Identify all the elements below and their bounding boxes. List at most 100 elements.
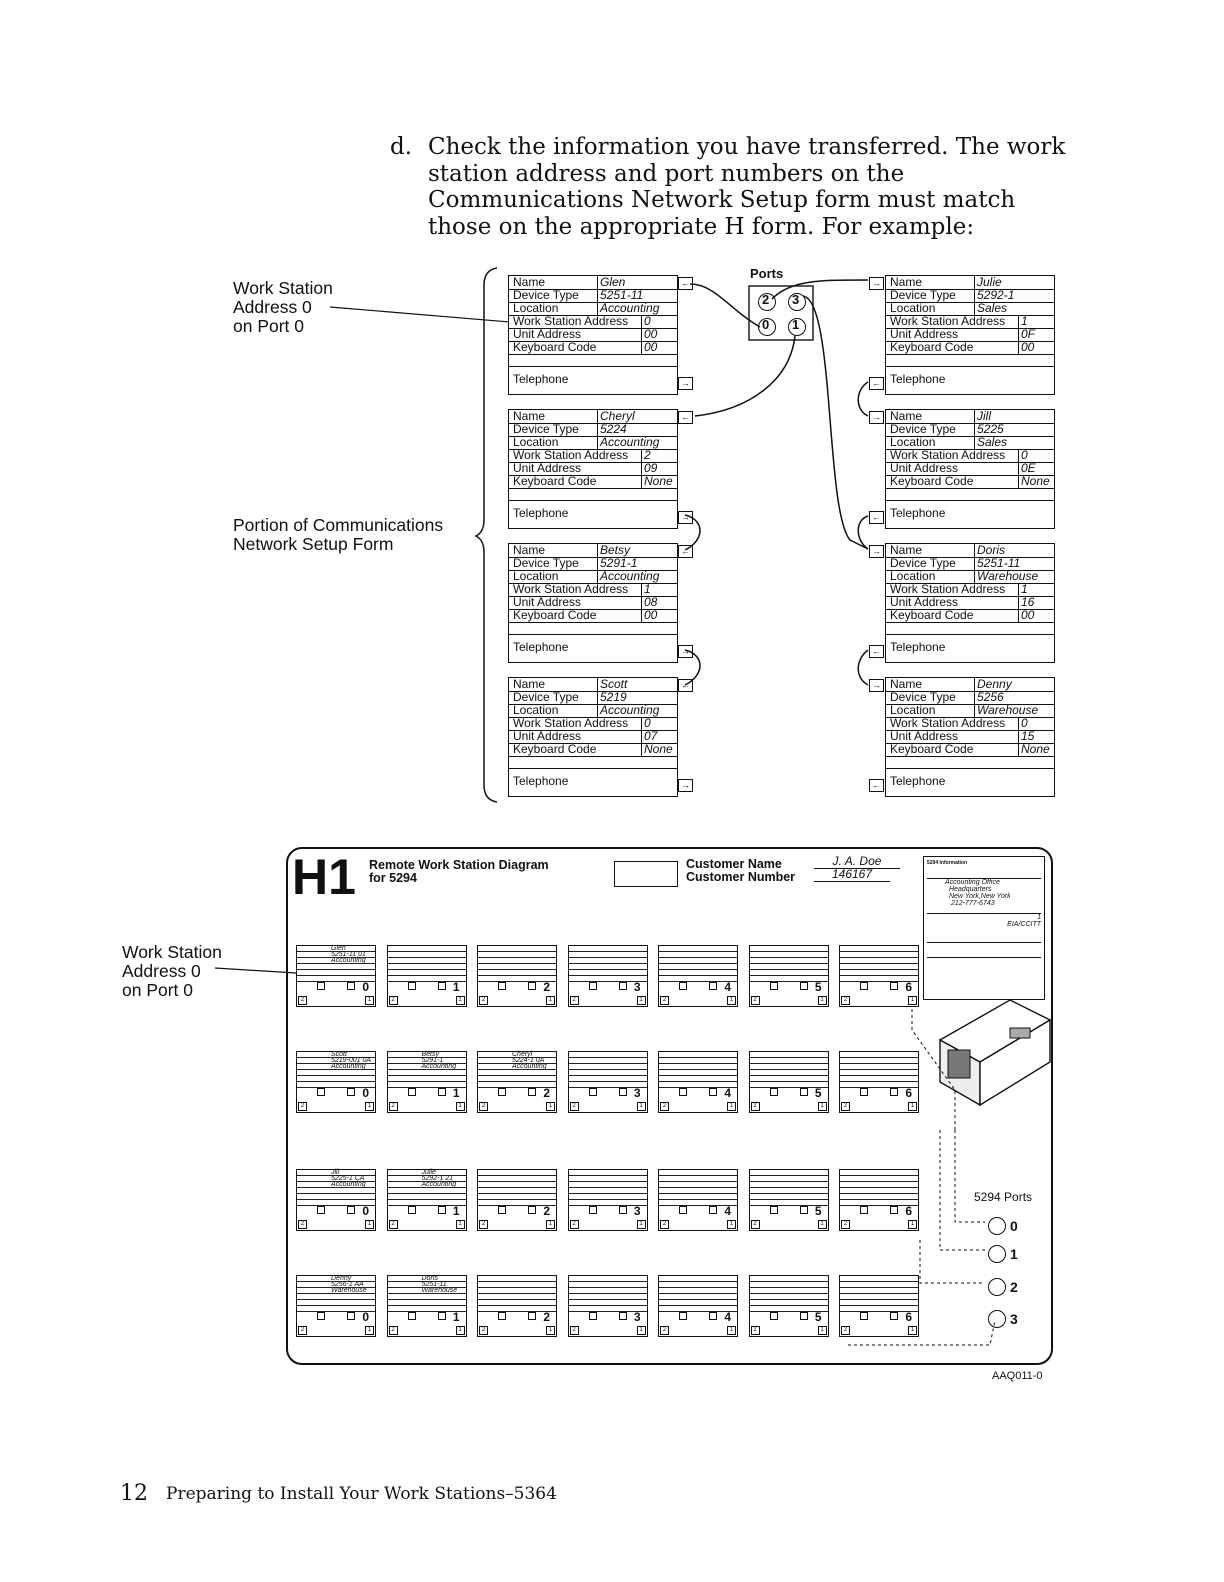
slot-line <box>568 1070 647 1076</box>
arrow-right-icon: → <box>869 277 884 290</box>
slot-address: 1 <box>452 1204 460 1218</box>
slot-address: 3 <box>633 980 641 994</box>
slot-line <box>840 952 918 958</box>
field-value: None <box>1021 474 1050 488</box>
divider <box>1018 717 1019 730</box>
telephone-label: Telephone <box>513 640 569 654</box>
slot-line <box>840 1306 918 1312</box>
slot-value: 5256-1 AA <box>331 1281 364 1288</box>
divider <box>641 596 642 609</box>
slot-line <box>387 1170 466 1176</box>
slot-address: 0 <box>362 980 369 994</box>
divider <box>1018 449 1019 462</box>
port-box: 1 <box>817 996 827 1005</box>
slot-value: Glen <box>331 945 346 952</box>
info-block: 5294 Information Accounting Office Headq… <box>923 856 1045 1000</box>
port-box: 2 <box>388 996 398 1005</box>
field-value: 00 <box>644 340 658 354</box>
slot-line <box>659 1170 737 1176</box>
field-value: 00 <box>644 327 658 341</box>
telephone-label: Telephone <box>890 506 946 520</box>
slot-line <box>568 1182 647 1188</box>
divider <box>974 678 975 691</box>
divider <box>1018 609 1019 622</box>
field-label: Name <box>890 543 923 557</box>
arrow-left-icon: ← <box>869 645 884 658</box>
field-value: Accounting <box>600 301 660 315</box>
slot-line <box>478 1194 556 1200</box>
field-label: Location <box>513 301 559 315</box>
checkbox-icon <box>709 1088 717 1096</box>
port-box: 2 <box>569 996 579 1005</box>
field-label: Location <box>513 703 559 717</box>
checkbox-icon <box>498 982 506 990</box>
port-circle <box>758 293 776 311</box>
slot-line <box>297 970 375 976</box>
slot-address: 1 <box>452 1086 460 1100</box>
checkbox-icon <box>618 982 627 990</box>
field-label: Unit Address <box>890 461 959 475</box>
slot-line <box>840 1200 918 1206</box>
page-number: 12 <box>120 1481 148 1506</box>
slot-line <box>297 1170 375 1176</box>
divider <box>641 717 642 730</box>
checkbox-icon <box>528 982 536 990</box>
field-value: 0 <box>644 716 651 730</box>
checkbox-icon <box>437 1312 446 1320</box>
ports-5294-label: 5294 Ports <box>974 1190 1033 1204</box>
arrow-right-icon: → <box>678 511 693 524</box>
field-label: Work Station Address <box>890 582 1006 596</box>
field-value: 0 <box>1021 716 1028 730</box>
field-value: Accounting <box>600 435 660 449</box>
slot-line <box>297 1288 375 1294</box>
slot-address: 0 <box>362 1204 369 1218</box>
port-box: 1 <box>365 1326 374 1335</box>
h1-form: H1 Remote Work Station Diagram for 5294 … <box>286 847 1053 1365</box>
slot-line <box>297 1076 375 1082</box>
field-label: Keyboard Code <box>890 474 974 488</box>
checkbox-icon <box>407 1312 416 1320</box>
divider <box>974 410 975 423</box>
field-value: Warehouse <box>977 569 1039 583</box>
info-title: 5294 Information <box>927 860 968 866</box>
checkbox-icon <box>709 1206 717 1214</box>
customer-number-value: 146167 <box>814 867 890 882</box>
checkbox-icon <box>860 1206 868 1214</box>
slot-line <box>297 946 375 952</box>
slot-value: Accounting <box>512 1063 547 1070</box>
field-label: Device Type <box>513 690 579 704</box>
port-box: 1 <box>546 996 555 1005</box>
label-line: Address 0 <box>233 297 312 317</box>
slot-line <box>568 1176 647 1182</box>
field-value: 5256 <box>977 690 1004 704</box>
slot-line <box>840 1082 918 1088</box>
divider <box>1018 315 1019 328</box>
checkbox-icon <box>709 1312 717 1320</box>
slot-line <box>387 1288 466 1294</box>
label-line: Portion of Communications <box>233 515 444 535</box>
slot-line <box>840 970 918 976</box>
slot-line <box>659 1176 737 1182</box>
slot-line <box>749 1288 828 1294</box>
port-number: 3 <box>1010 1311 1018 1327</box>
field-label: Keyboard Code <box>513 474 597 488</box>
port-box: 2 <box>841 1102 850 1111</box>
slot-line <box>749 1188 828 1194</box>
arrow-left-icon: ← <box>678 545 693 558</box>
checkbox-icon <box>769 1206 778 1214</box>
slot-line <box>749 1176 828 1182</box>
card-row: Keyboard Code None <box>886 475 1054 489</box>
